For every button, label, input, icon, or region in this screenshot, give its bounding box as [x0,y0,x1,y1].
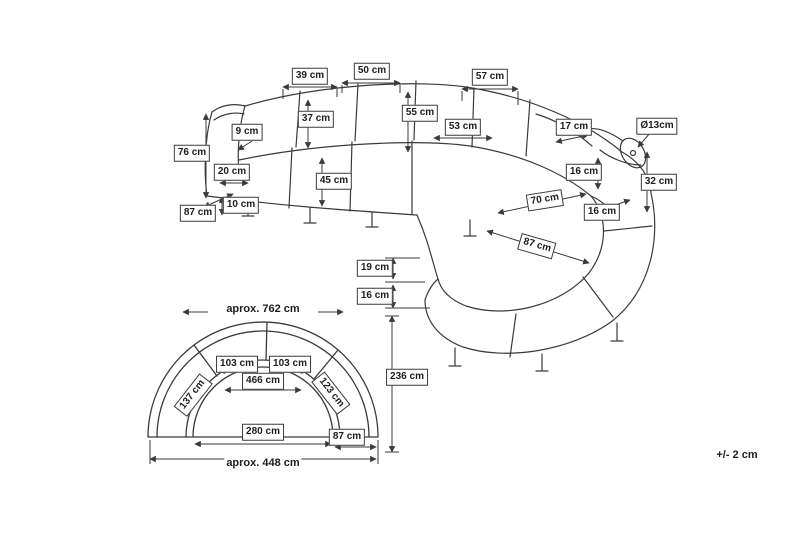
dim-total-width-448: aprox. 448 cm [224,457,302,471]
dim-ring-depth-87: 87 cm [328,428,366,446]
dim-ottoman-base-16: 16 cm [356,287,394,305]
dim-ottoman-cushion-19: 19 cm [356,259,394,277]
dim-backrest-height-32: 32 cm [640,173,678,191]
dim-cushion-width-50: 50 cm [353,62,391,80]
dim-gap-16-upper-right: 16 cm [565,163,603,181]
dimension-lines [149,79,651,464]
dim-segment-103-left: 103 cm [216,355,258,373]
dim-headrest-17: 17 cm [555,118,593,136]
dim-seat-width-53: 53 cm [444,118,482,136]
dim-inner-arc-466: 466 cm [242,372,284,390]
tolerance-note: +/- 2 cm [714,449,760,463]
dim-total-depth-236: 236 cm [386,368,428,386]
dim-seat-height-45: 45 cm [315,172,353,190]
dim-leg-height-10: 10 cm [222,196,260,214]
dim-cushion-width-39: 39 cm [291,67,329,85]
dim-armrest-top-9: 9 cm [231,123,263,141]
dim-segment-103-right: 103 cm [269,355,311,373]
dim-depth-87-left: 87 cm [179,204,217,222]
dim-outer-arc-762: aprox. 762 cm [224,303,302,317]
dim-edge-16-right: 16 cm [583,203,621,221]
dim-inner-diameter-280: 280 cm [242,423,284,441]
dim-total-height-76: 76 cm [173,144,211,162]
dim-armrest-width-20: 20 cm [213,163,251,181]
dim-back-cushion-height-37: 37 cm [297,110,335,128]
dim-back-height-55: 55 cm [401,104,439,122]
dim-cushion-width-57: 57 cm [471,68,509,86]
dim-bolster-diameter-13: Ø13cm [636,117,678,135]
